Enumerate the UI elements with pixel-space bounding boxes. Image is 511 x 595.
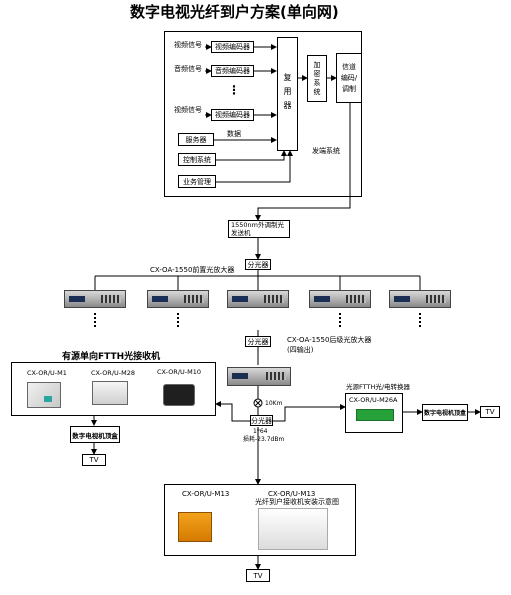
preamplifier-unit-4 xyxy=(309,290,371,308)
control-system-box: 控制系统 xyxy=(178,153,216,166)
converter-frame xyxy=(345,393,403,433)
right-tv: TV xyxy=(480,406,500,418)
loss-label: 损耗-23.7dBm xyxy=(243,436,285,443)
video-signal-1: 视频信号 xyxy=(174,41,202,49)
preamplifier-unit-1 xyxy=(64,290,126,308)
server-box: 服务器 xyxy=(178,133,214,146)
left-group-title: 有源单向FTTH光接收机 xyxy=(62,352,161,362)
model-m10: CX-OR/U-M10 xyxy=(157,368,201,376)
business-management-box: 业务管理 xyxy=(178,175,216,188)
video-signal-2: 视频信号 xyxy=(174,106,202,114)
head-end-label: 发端系统 xyxy=(312,147,340,155)
audio-encoder: 音频编码器 xyxy=(211,65,254,77)
video-encoder-1: 视频编码器 xyxy=(211,41,254,53)
multiplexer-box: 复用器 xyxy=(277,37,298,151)
channel-coding-box: 信道编码/调制 xyxy=(336,53,362,103)
active-receiver-frame xyxy=(11,362,216,416)
preamplifier-unit-2 xyxy=(147,290,209,308)
video-encoder-2: 视频编码器 xyxy=(211,109,254,121)
right-group-title: 光源FTTH光/电转换器 xyxy=(346,383,411,391)
distance-label: 10Km xyxy=(265,400,283,407)
receiver-m28-image xyxy=(92,381,128,405)
encryption-system-box: 加密系统 xyxy=(307,55,327,102)
bottom-model-m13: CX-OR/U-M13 xyxy=(182,490,230,498)
splitter-2: 分光器 xyxy=(245,336,271,347)
continuation-dots-2 xyxy=(177,313,179,327)
receiver-m1-image xyxy=(27,382,61,408)
page-title: 数字电视光纤到户方案(单向网) xyxy=(130,3,339,21)
ellipsis: ⋮ xyxy=(228,83,240,97)
splitter-1: 分光器 xyxy=(245,259,271,270)
preamplifier-unit-5 xyxy=(389,290,451,308)
receiver-m10-image xyxy=(163,384,195,406)
receiver-m1-connector xyxy=(44,396,52,402)
converter-image xyxy=(356,409,394,421)
receiver-m13-image xyxy=(178,512,212,542)
bottom-model-m13b: CX-OR/U-M13 xyxy=(268,490,316,498)
audio-signal: 音频信号 xyxy=(174,65,202,73)
continuation-dots-4 xyxy=(419,313,421,327)
preamplifier-label: CX-OA-1550前置光放大器 xyxy=(150,266,235,274)
post-amplifier-label: CX-OA-1550后级光放大器(四输出) xyxy=(287,336,372,354)
converter-model: CX-OR/U-M26A xyxy=(349,396,398,404)
post-amplifier-unit xyxy=(227,367,291,386)
right-set-top-box: 数字电视机顶盒 xyxy=(422,404,468,421)
installation-label: 光纤到户接收机安装示意图 xyxy=(255,498,339,506)
bottom-tv: TV xyxy=(246,569,270,582)
model-m28: CX-OR/U-M28 xyxy=(91,369,135,377)
head-end-frame xyxy=(164,31,362,197)
left-tv: TV xyxy=(82,454,106,466)
continuation-dots-3 xyxy=(339,313,341,327)
bottom-receiver-frame xyxy=(164,484,356,556)
installation-diagram-image xyxy=(258,508,328,550)
splitter-3: 分光器 xyxy=(250,415,273,426)
data-label: 数据 xyxy=(227,130,241,138)
optical-transmitter-box: 1550nm外调制光发送机 xyxy=(228,220,290,238)
split-ratio: 1*64 xyxy=(253,428,268,435)
left-set-top-box: 数字电视机顶盒 xyxy=(70,426,120,443)
continuation-dots-1 xyxy=(94,313,96,327)
preamplifier-unit-3 xyxy=(227,290,289,308)
model-m1: CX-OR/U-M1 xyxy=(27,369,67,377)
